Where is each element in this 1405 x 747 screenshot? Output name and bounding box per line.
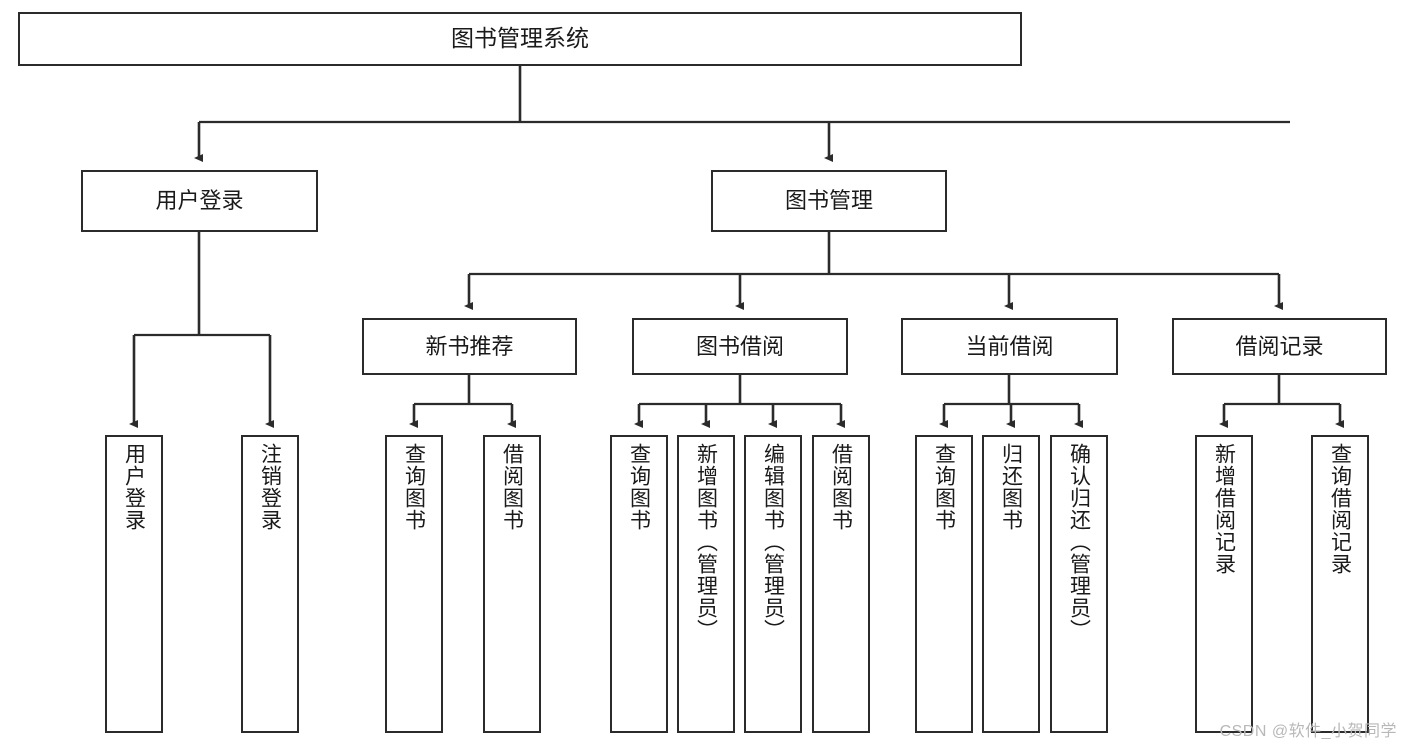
leaf-current-return-book[interactable]: 归还图书 — [982, 435, 1040, 733]
node-label: 图书管理系统 — [451, 25, 589, 52]
node-label: 借阅记录 — [1235, 333, 1324, 359]
node-label: 图书管理 — [784, 188, 873, 214]
leaf-borrow-add-book-admin[interactable]: 新增图书（管理员） — [677, 435, 735, 733]
node-label: 借阅图书 — [500, 443, 524, 531]
node-label: 图书借阅 — [695, 333, 784, 359]
node-user-login[interactable]: 用户登录 — [81, 170, 318, 232]
node-label: 查询图书 — [627, 443, 651, 531]
node-root-book-management-system[interactable]: 图书管理系统 — [18, 12, 1022, 66]
node-book-borrowing[interactable]: 图书借阅 — [632, 318, 848, 375]
node-label: 查询借阅记录 — [1328, 443, 1352, 575]
leaf-borrow-edit-book-admin[interactable]: 编辑图书（管理员） — [744, 435, 802, 733]
node-label: 借阅图书 — [829, 443, 853, 531]
node-label: 用户登录 — [155, 188, 244, 214]
node-label: 新书推荐 — [425, 333, 514, 359]
leaf-user-login-login[interactable]: 用户登录 — [105, 435, 163, 733]
node-book-management[interactable]: 图书管理 — [711, 170, 947, 232]
node-borrowing-records[interactable]: 借阅记录 — [1172, 318, 1387, 375]
node-label: 查询图书 — [402, 443, 426, 531]
leaf-record-query-borrow-record[interactable]: 查询借阅记录 — [1311, 435, 1369, 733]
node-label: 新增借阅记录 — [1212, 443, 1236, 575]
leaf-borrow-borrow-book[interactable]: 借阅图书 — [812, 435, 870, 733]
leaf-recommend-borrow-book[interactable]: 借阅图书 — [483, 435, 541, 733]
node-new-book-recommendation[interactable]: 新书推荐 — [362, 318, 577, 375]
node-label: 确认归还（管理员） — [1067, 443, 1091, 641]
leaf-borrow-query-book[interactable]: 查询图书 — [610, 435, 668, 733]
node-label: 注销登录 — [258, 443, 282, 531]
node-label: 用户登录 — [122, 443, 146, 531]
leaf-current-query-book[interactable]: 查询图书 — [915, 435, 973, 733]
node-label: 新增图书（管理员） — [694, 443, 718, 641]
node-label: 查询图书 — [932, 443, 956, 531]
node-current-borrowing[interactable]: 当前借阅 — [901, 318, 1118, 375]
leaf-recommend-query-book[interactable]: 查询图书 — [385, 435, 443, 733]
node-label: 归还图书 — [999, 443, 1023, 531]
leaf-current-confirm-return-admin[interactable]: 确认归还（管理员） — [1050, 435, 1108, 733]
node-label: 编辑图书（管理员） — [761, 443, 785, 641]
node-label: 当前借阅 — [965, 333, 1054, 359]
leaf-record-add-borrow-record[interactable]: 新增借阅记录 — [1195, 435, 1253, 733]
leaf-user-login-logout[interactable]: 注销登录 — [241, 435, 299, 733]
